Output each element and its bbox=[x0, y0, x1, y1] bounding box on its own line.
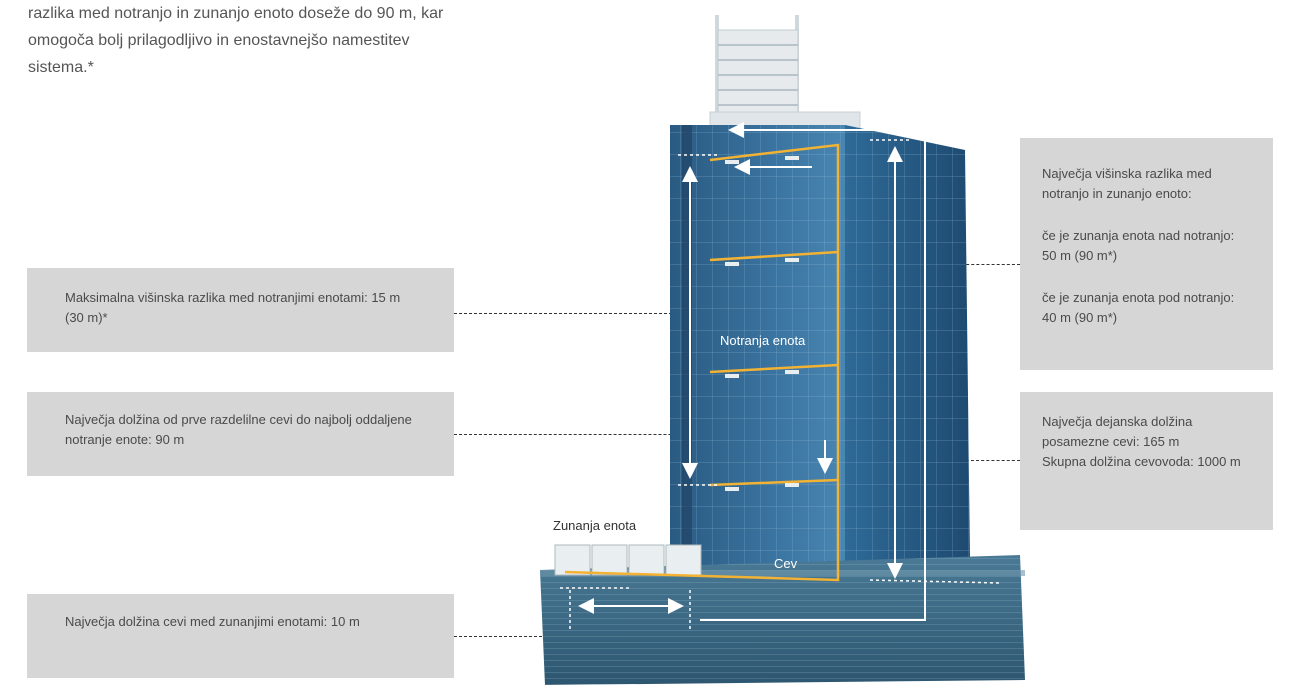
note-max-height-indoor: Maksimalna višinska razlika med notranji… bbox=[27, 268, 454, 352]
note-max-length-first-branch-text: Največja dolžina od prve razdelilne cevi… bbox=[65, 412, 412, 447]
note-max-length-first-branch: Največja dolžina od prve razdelilne cevi… bbox=[27, 392, 454, 476]
note-height-diff-above: če je zunanja enota nad notranjo: 50 m (… bbox=[1042, 228, 1235, 263]
label-pipe: Cev bbox=[774, 556, 798, 571]
indoor-units bbox=[725, 156, 799, 491]
leader-line-2 bbox=[454, 434, 826, 435]
note-max-height-indoor-text: Maksimalna višinska razlika med notranji… bbox=[65, 290, 401, 325]
leader-line-5 bbox=[930, 460, 1020, 461]
outdoor-units bbox=[554, 544, 702, 576]
note-max-length-outdoor: Največja dolžina cevi med zunanjimi enot… bbox=[27, 594, 454, 678]
label-outdoor-unit: Zunanja enota bbox=[553, 518, 637, 533]
note-actual-length: Največja dejanska dolžina posamezne cevi… bbox=[1020, 392, 1273, 530]
note-height-diff-below: če je zunanja enota pod notranjo: 40 m (… bbox=[1042, 290, 1235, 325]
intro-line-2: omogoča bolj prilagodljivo in enostavnej… bbox=[28, 32, 410, 49]
intro-line-1: razlika med notranjo in zunanjo enoto do… bbox=[28, 5, 444, 22]
label-indoor-unit: Notranja enota bbox=[720, 333, 806, 348]
note-max-length-outdoor-text: Največja dolžina cevi med zunanjimi enot… bbox=[65, 614, 360, 629]
leader-line-1 bbox=[454, 313, 692, 314]
intro-line-3: sistema.* bbox=[28, 59, 94, 76]
building-svg bbox=[540, 15, 1025, 685]
rooftop-structure bbox=[709, 15, 861, 131]
note-actual-length-line2: Skupna dolžina cevovoda: 1000 m bbox=[1042, 454, 1241, 469]
pipe-network bbox=[564, 143, 840, 582]
note-height-diff-title: Največja višinska razlika med notranjo i… bbox=[1042, 166, 1212, 201]
building-illustration: Notranja enota Zunanja enota Cev bbox=[520, 0, 1040, 697]
intro-paragraph: razlika med notranjo in zunanjo enoto do… bbox=[28, 0, 640, 81]
note-height-diff: Največja višinska razlika med notranjo i… bbox=[1020, 138, 1273, 370]
note-actual-length-line1: Največja dejanska dolžina posamezne cevi… bbox=[1042, 414, 1193, 449]
